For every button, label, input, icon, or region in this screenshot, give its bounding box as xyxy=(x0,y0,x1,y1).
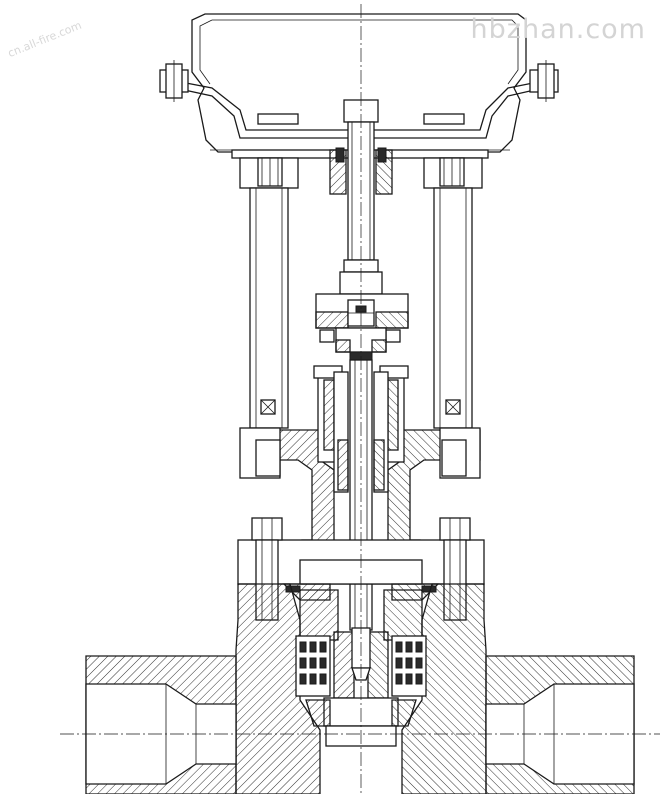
stem-connector xyxy=(315,271,409,361)
yoke-left xyxy=(239,157,299,429)
inlet-port xyxy=(85,655,237,794)
outlet-port xyxy=(485,655,635,794)
cage-left-holes xyxy=(299,641,327,685)
cage-right-holes xyxy=(395,641,423,685)
center-lines xyxy=(60,4,660,794)
bonnet xyxy=(239,365,481,561)
yoke-right xyxy=(423,157,483,429)
watermark-main: hbzhan.com xyxy=(470,14,646,45)
valve-trim xyxy=(295,627,427,747)
